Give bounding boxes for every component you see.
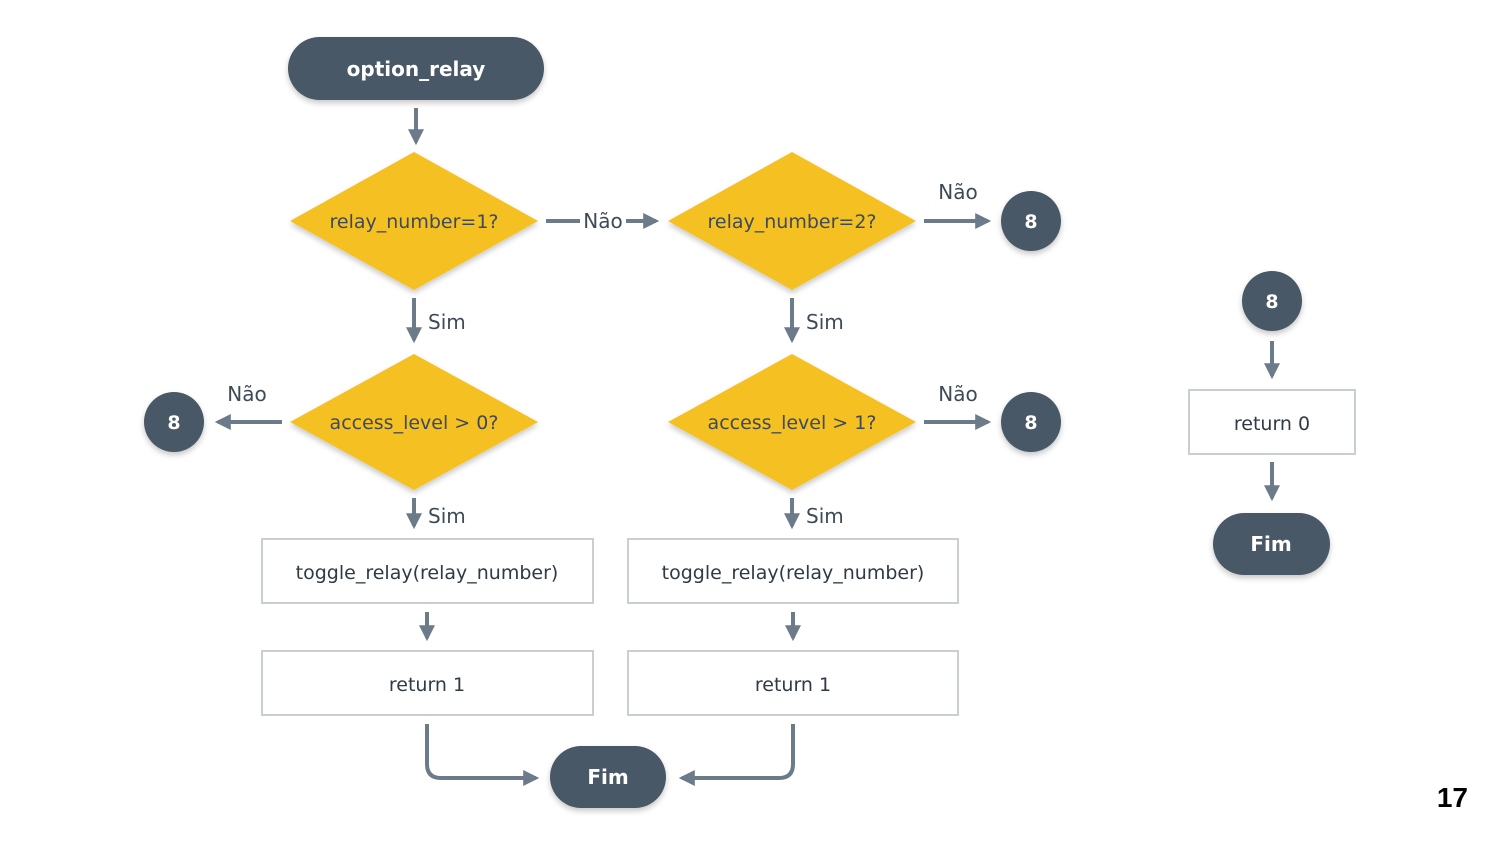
connector-d4-label: 8 <box>1024 412 1037 434</box>
end-terminal: Fim <box>550 746 666 808</box>
label-yes-d1: Sim <box>428 310 466 334</box>
label-no-d4: Não <box>938 382 977 406</box>
end-label: Fim <box>587 765 628 789</box>
connector-d3: 8 <box>144 392 204 452</box>
decision-access-level-0: access_level > 0? <box>290 354 538 490</box>
process-return1-right: return 1 <box>627 650 959 716</box>
decision-relay-number-1: relay_number=1? <box>290 152 538 290</box>
side-connector: 8 <box>1242 271 1302 331</box>
side-end-label: Fim <box>1250 532 1291 556</box>
label-yes-d4: Sim <box>806 504 844 528</box>
connector-d2-label: 8 <box>1024 211 1037 233</box>
label-yes-d3: Sim <box>428 504 466 528</box>
process-toggle-relay-left-label: toggle_relay(relay_number) <box>296 562 559 584</box>
side-process-return0: return 0 <box>1188 389 1356 455</box>
process-toggle-relay-right: toggle_relay(relay_number) <box>627 538 959 604</box>
label-no-d2: Não <box>938 180 977 204</box>
label-yes-d2: Sim <box>806 310 844 334</box>
label-no-d1: Não <box>583 209 622 233</box>
decision-access-level-0-label: access_level > 0? <box>330 412 499 434</box>
decision-relay-number-2: relay_number=2? <box>668 152 916 290</box>
process-return1-left: return 1 <box>261 650 594 716</box>
decision-relay-number-2-label: relay_number=2? <box>708 211 877 233</box>
process-return1-right-label: return 1 <box>755 674 831 696</box>
process-toggle-relay-left: toggle_relay(relay_number) <box>261 538 594 604</box>
process-return1-left-label: return 1 <box>389 674 465 696</box>
decision-relay-number-1-label: relay_number=1? <box>330 211 499 233</box>
page-number: 17 <box>1436 782 1468 813</box>
decision-access-level-1-label: access_level > 1? <box>708 412 877 434</box>
side-process-return0-label: return 0 <box>1234 413 1310 435</box>
start-label: option_relay <box>347 57 486 81</box>
decision-access-level-1: access_level > 1? <box>668 354 916 490</box>
arrow-return-left-to-end <box>425 724 540 786</box>
side-end-terminal: Fim <box>1213 513 1330 575</box>
start-terminal: option_relay <box>288 37 544 100</box>
label-no-d3: Não <box>227 382 266 406</box>
connector-d3-label: 8 <box>167 412 180 434</box>
connector-d4: 8 <box>1001 392 1061 452</box>
connector-d2: 8 <box>1001 191 1061 251</box>
process-toggle-relay-right-label: toggle_relay(relay_number) <box>662 562 925 584</box>
side-connector-label: 8 <box>1265 291 1278 313</box>
arrow-return-right-to-end <box>678 724 795 786</box>
